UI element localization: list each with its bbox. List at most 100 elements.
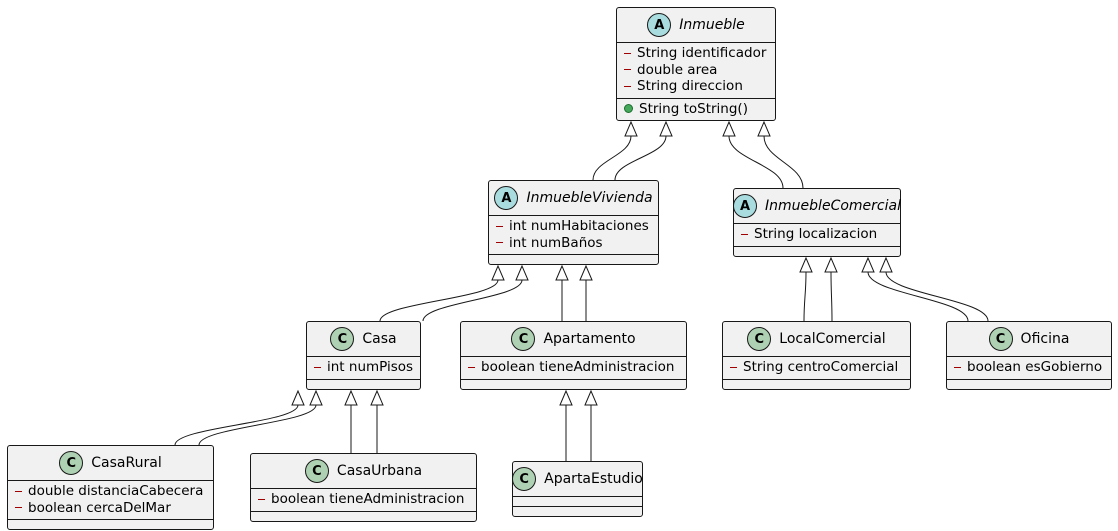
inheritance-arrowhead [309,389,323,406]
inheritance-arrowhead [559,389,573,406]
fields-section [513,497,642,507]
field-text: boolean cercaDelMar [28,499,171,516]
private-visibility-icon [314,366,321,368]
abstract-class-icon: A [494,186,519,210]
field-text: int numPisos [327,359,414,375]
inheritance-line [830,271,833,322]
private-visibility-icon [496,242,503,244]
inheritance-arrowhead [799,256,813,273]
field-text: String centroComercial [743,359,899,375]
field-text: boolean tieneAdministracion [271,491,465,507]
field-text: boolean esGobierno [967,359,1103,375]
class-name: InmuebleComercial [765,198,901,214]
inheritance-arrowhead [515,264,529,281]
public-visibility-icon [624,104,633,114]
private-visibility-icon [15,507,22,509]
field-item: int numHabitaciones [495,218,654,235]
inheritance-line [379,279,499,322]
inheritance-arrowhead [579,264,593,281]
inheritance-arrowhead [491,264,505,281]
methods-section [513,507,642,516]
class-icon: C [511,327,536,351]
inheritance-arrowhead [291,389,305,406]
method-item: String toString() [623,101,771,118]
field-item: String identificador [623,45,771,62]
private-visibility-icon [15,490,22,492]
fields-section: String localizacion [734,224,900,247]
field-item: double distanciaCabecera [14,483,209,500]
method-text: String toString() [639,100,748,117]
class-icon: C [747,327,772,351]
private-visibility-icon [730,366,737,368]
field-text: int numBaños [509,234,603,251]
inheritance-arrowhead [861,256,875,273]
inheritance-arrowhead [659,120,673,137]
field-text: int numHabitaciones [509,218,649,234]
class-name: Oficina [1020,331,1070,347]
inheritance-arrowhead [584,389,598,406]
fields-section: int numPisos [307,357,420,380]
inheritance-line [763,135,804,189]
field-item: String localizacion [740,226,896,243]
inheritance-arrowhead [879,256,893,273]
inheritance-line [592,135,632,181]
field-text: double distanciaCabecera [28,483,204,499]
inheritance-line [885,271,989,322]
methods-section [723,380,910,389]
class-header: A InmuebleVivienda [489,181,658,216]
methods-section [307,380,420,389]
methods-section [461,380,686,389]
inheritance-arrowhead [555,264,569,281]
fields-section: boolean esGobierno [947,357,1111,380]
abstract-class-icon: A [733,194,758,218]
inheritance-arrowhead [722,120,736,137]
inheritance-line [803,271,807,322]
private-visibility-icon [258,498,265,500]
field-item: boolean tieneAdministracion [257,491,472,508]
methods-section [8,520,213,529]
methods-section [489,255,658,264]
private-visibility-icon [624,52,631,54]
field-text: String identificador [637,45,767,61]
field-item: int numBaños [495,235,654,252]
inheritance-line [198,404,317,446]
class-header: A InmuebleComercial [733,189,901,224]
methods-section [947,380,1111,389]
field-item: boolean esGobierno [953,359,1107,376]
field-item: String centroComercial [729,359,906,376]
fields-section: String centroComercial [723,357,910,380]
methods-section [251,512,476,521]
inheritance-line [422,279,523,322]
field-item: double area [623,62,771,79]
inheritance-arrowhead [624,120,638,137]
class-name: LocalComercial [779,331,886,347]
methods-section: String toString() [617,99,775,121]
class-name: Apartamento [543,331,636,347]
class-header: C LocalComercial [723,322,910,357]
class-icon: C [304,459,329,483]
class-name: Inmueble [679,17,745,33]
inheritance-line [728,135,784,189]
class-icon: C [512,467,537,491]
class-icon: C [330,327,355,351]
field-text: String localizacion [754,226,878,242]
class-name: InmuebleVivienda [526,190,653,206]
methods-section [734,247,900,256]
